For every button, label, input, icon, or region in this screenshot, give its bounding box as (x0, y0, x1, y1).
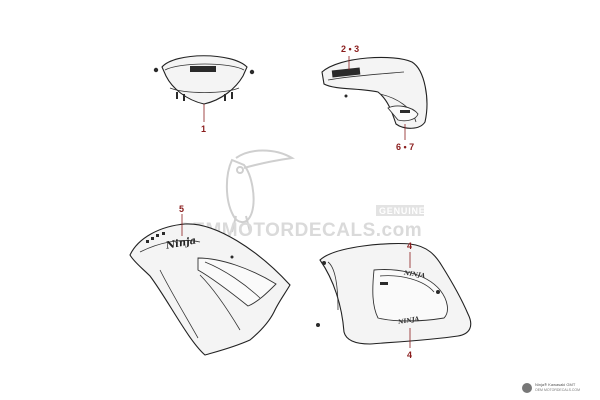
callout-4-bottom: 4 (407, 350, 412, 360)
fairing-ninja-logo: Ninja (164, 236, 197, 252)
watermark-brand: OEMMOTORDECALS.com (177, 220, 422, 241)
callout-6-7: 6 • 7 (396, 142, 414, 152)
seat-cowl-ninja-logo-bottom: NINJA (397, 315, 420, 326)
seat-cowl-ninja-logo-top: NINJA (403, 269, 426, 279)
watermark-tag-box (376, 205, 424, 216)
toucan-logo-icon (225, 149, 295, 233)
part-side-fairing: Ninja (129, 223, 291, 356)
callout-5: 5 (179, 204, 184, 214)
part-windscreen (153, 55, 255, 105)
callout-4-top: 4 (407, 241, 412, 251)
callout-2-3: 2 • 3 (341, 44, 359, 54)
part-seat-cowl: NINJA NINJA (316, 243, 472, 345)
watermark: OEMMOTORDECALS.com GENUINE (177, 149, 426, 241)
footer-line-2: OEM MOTORDECALS.COM (535, 388, 581, 392)
cowl-kawasaki-logo (331, 67, 361, 78)
footer-logo-icon (522, 383, 532, 393)
footer-line-1: Ninja® Kawasaki GMT (535, 382, 576, 387)
part-side-cowl (321, 56, 428, 129)
callout-1: 1 (201, 124, 206, 134)
windscreen-kawasaki-logo (190, 66, 216, 72)
watermark-tag: GENUINE (379, 206, 426, 216)
footer-brand: Ninja® Kawasaki GMT OEM MOTORDECALS.COM (522, 382, 592, 396)
